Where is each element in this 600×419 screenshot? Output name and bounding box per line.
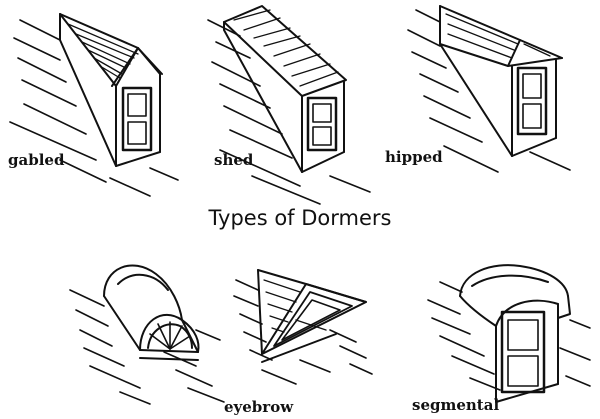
- gabled-dormer-drawing: [9, 13, 179, 197]
- hipped-dormer-drawing: [407, 5, 571, 173]
- shed-dormer-drawing: [207, 5, 371, 205]
- label-hipped: hipped: [385, 148, 443, 166]
- segmental-dormer-drawing: [427, 264, 591, 403]
- diagram-title: Types of Dormers: [208, 206, 392, 230]
- label-segmental: segmental: [412, 396, 500, 414]
- eyebrow-round-dormer-drawing: [69, 264, 225, 405]
- label-gabled: gabled: [8, 151, 65, 169]
- label-shed: shed: [214, 151, 254, 169]
- label-eyebrow: eyebrow: [224, 398, 294, 416]
- eyebrow-triangle-dormer-drawing: [233, 269, 373, 385]
